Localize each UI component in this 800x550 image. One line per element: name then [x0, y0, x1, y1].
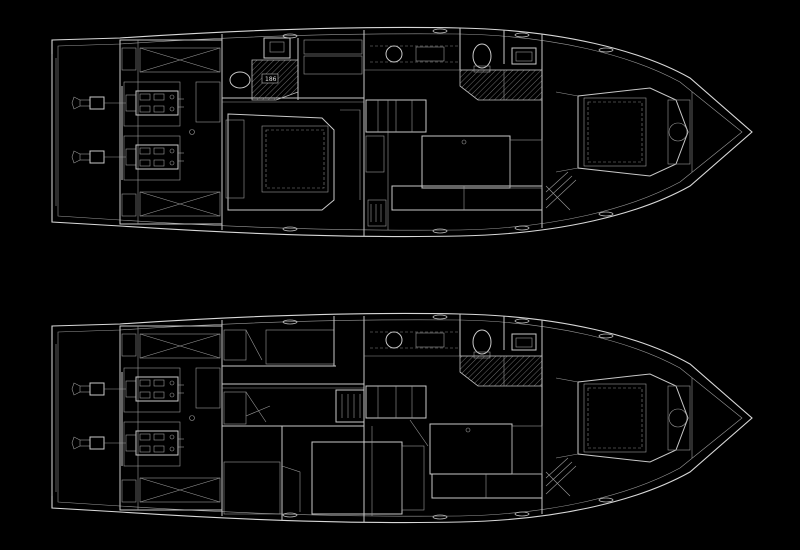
lower-layout-plan — [52, 313, 752, 522]
plan-label: 186 — [265, 76, 277, 83]
upper-layout-plan: 186 — [52, 27, 752, 236]
berth-icon — [223, 461, 281, 515]
sink-icon — [263, 37, 291, 59]
berth-icon — [227, 113, 335, 211]
toilet-icon — [229, 71, 251, 89]
